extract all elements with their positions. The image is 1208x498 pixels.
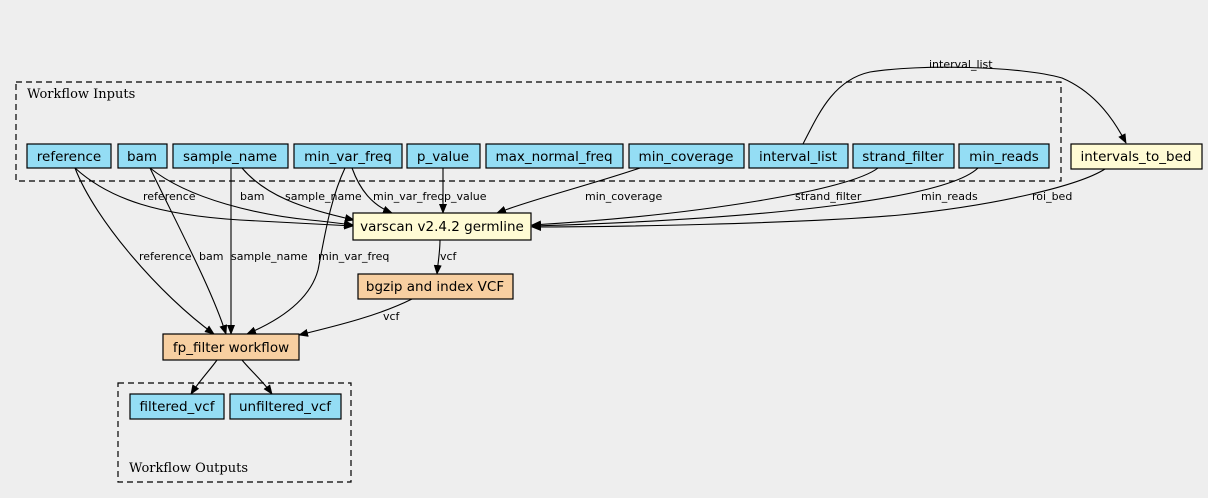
- edge-sample-name-to-varscan: [241, 167, 355, 222]
- edge-bam-to-fp: [149, 167, 228, 335]
- tool-node-bgzip-label: bgzip and index VCF: [366, 279, 504, 295]
- input-node-strand-filter-label: strand_filter: [862, 149, 944, 165]
- edge-label-strand-filter-varscan: strand_filter: [795, 190, 862, 203]
- edge-label-varscan-bgzip: vcf: [440, 250, 458, 263]
- output-node-filtered-vcf-label: filtered_vcf: [140, 399, 216, 415]
- input-node-min-coverage[interactable]: min_coverage: [628, 143, 745, 169]
- input-node-min-reads-label: min_reads: [969, 149, 1039, 165]
- input-node-min-reads[interactable]: min_reads: [958, 143, 1050, 169]
- input-node-min-var-freq-label: min_var_freq: [304, 149, 392, 165]
- workflow-outputs-label: Workflow Outputs: [129, 461, 248, 476]
- edge-min-coverage-to-varscan: [496, 167, 641, 214]
- edge-label-min-coverage-varscan: min_coverage: [585, 190, 663, 203]
- tool-node-intervals-to-bed[interactable]: intervals_to_bed: [1070, 143, 1203, 170]
- tool-node-fp-filter-label: fp_filter workflow: [173, 340, 289, 356]
- edge-roi-bed-to-varscan: [531, 168, 1106, 231]
- edge-fp-to-unfiltered-vcf: [241, 359, 273, 395]
- input-node-interval-list[interactable]: interval_list: [748, 143, 849, 169]
- edge-reference-to-fp: [74, 167, 215, 335]
- edge-label-reference-fp: reference: [139, 250, 192, 263]
- output-node-unfiltered-vcf[interactable]: unfiltered_vcf: [229, 393, 342, 420]
- edges: interval_list reference bam sample_name …: [74, 58, 1127, 395]
- output-node-filtered-vcf[interactable]: filtered_vcf: [129, 393, 225, 420]
- tool-node-varscan[interactable]: varscan v2.4.2 germline: [352, 212, 532, 241]
- edge-min-var-freq-to-fp: [246, 167, 346, 335]
- input-node-reference-label: reference: [37, 149, 101, 165]
- input-node-bam-label: bam: [127, 149, 157, 165]
- edge-label-reference-varscan: reference: [143, 190, 196, 203]
- edge-varscan-to-bgzip: [433, 239, 442, 275]
- edge-label-min-var-freq-fp: min_var_freq: [318, 250, 389, 263]
- tool-node-bgzip[interactable]: bgzip and index VCF: [357, 273, 514, 300]
- edge-label-sample-name-varscan: sample_name: [285, 190, 362, 203]
- input-node-min-coverage-label: min_coverage: [639, 149, 734, 165]
- edge-label-min-var-freq-varscan: min_var_freq: [373, 190, 444, 203]
- workflow-inputs-label: Workflow Inputs: [27, 87, 135, 102]
- edge-bgzip-to-fp: [298, 298, 413, 337]
- input-node-max-normal-freq-label: max_normal_freq: [495, 149, 612, 165]
- input-node-bam[interactable]: bam: [117, 143, 168, 169]
- edge-label-min-reads-varscan: min_reads: [921, 190, 978, 203]
- input-node-p-value[interactable]: p_value: [406, 143, 481, 169]
- edge-label-interval-list: interval_list: [929, 58, 993, 71]
- edge-label-bam-fp: bam: [199, 250, 223, 263]
- input-node-sample-name[interactable]: sample_name: [172, 143, 289, 169]
- output-node-unfiltered-vcf-label: unfiltered_vcf: [239, 399, 332, 415]
- edge-label-bgzip-fp: vcf: [383, 310, 401, 323]
- input-node-interval-list-label: interval_list: [759, 149, 837, 165]
- edge-fp-to-filtered-vcf: [190, 359, 218, 395]
- tool-node-fp-filter[interactable]: fp_filter workflow: [162, 333, 300, 361]
- input-node-strand-filter[interactable]: strand_filter: [852, 143, 955, 169]
- edge-label-sample-name-fp: sample_name: [231, 250, 308, 263]
- workflow-outputs-cluster: Workflow Outputs: [117, 382, 352, 483]
- input-node-p-value-label: p_value: [417, 149, 469, 165]
- input-node-max-normal-freq[interactable]: max_normal_freq: [485, 143, 624, 169]
- edge-label-p-value-varscan: p_value: [444, 190, 487, 203]
- input-node-reference[interactable]: reference: [26, 143, 112, 169]
- input-node-sample-name-label: sample_name: [183, 149, 277, 165]
- edge-min-reads-to-varscan: [531, 167, 979, 230]
- input-node-min-var-freq[interactable]: min_var_freq: [293, 143, 403, 169]
- edge-label-roi-bed-varscan: roi_bed: [1032, 190, 1072, 203]
- tool-node-varscan-label: varscan v2.4.2 germline: [360, 219, 524, 235]
- edge-bam-to-varscan: [149, 167, 354, 228]
- workflow-inputs-cluster: Workflow Inputs: [15, 81, 1062, 182]
- edge-label-bam-varscan: bam: [240, 190, 264, 203]
- edge-min-var-freq-to-varscan: [351, 167, 393, 214]
- tool-node-intervals-to-bed-label: intervals_to_bed: [1081, 149, 1192, 165]
- edge-interval-list-to-bed: [802, 66, 1127, 145]
- edge-strand-filter-to-varscan: [531, 167, 879, 229]
